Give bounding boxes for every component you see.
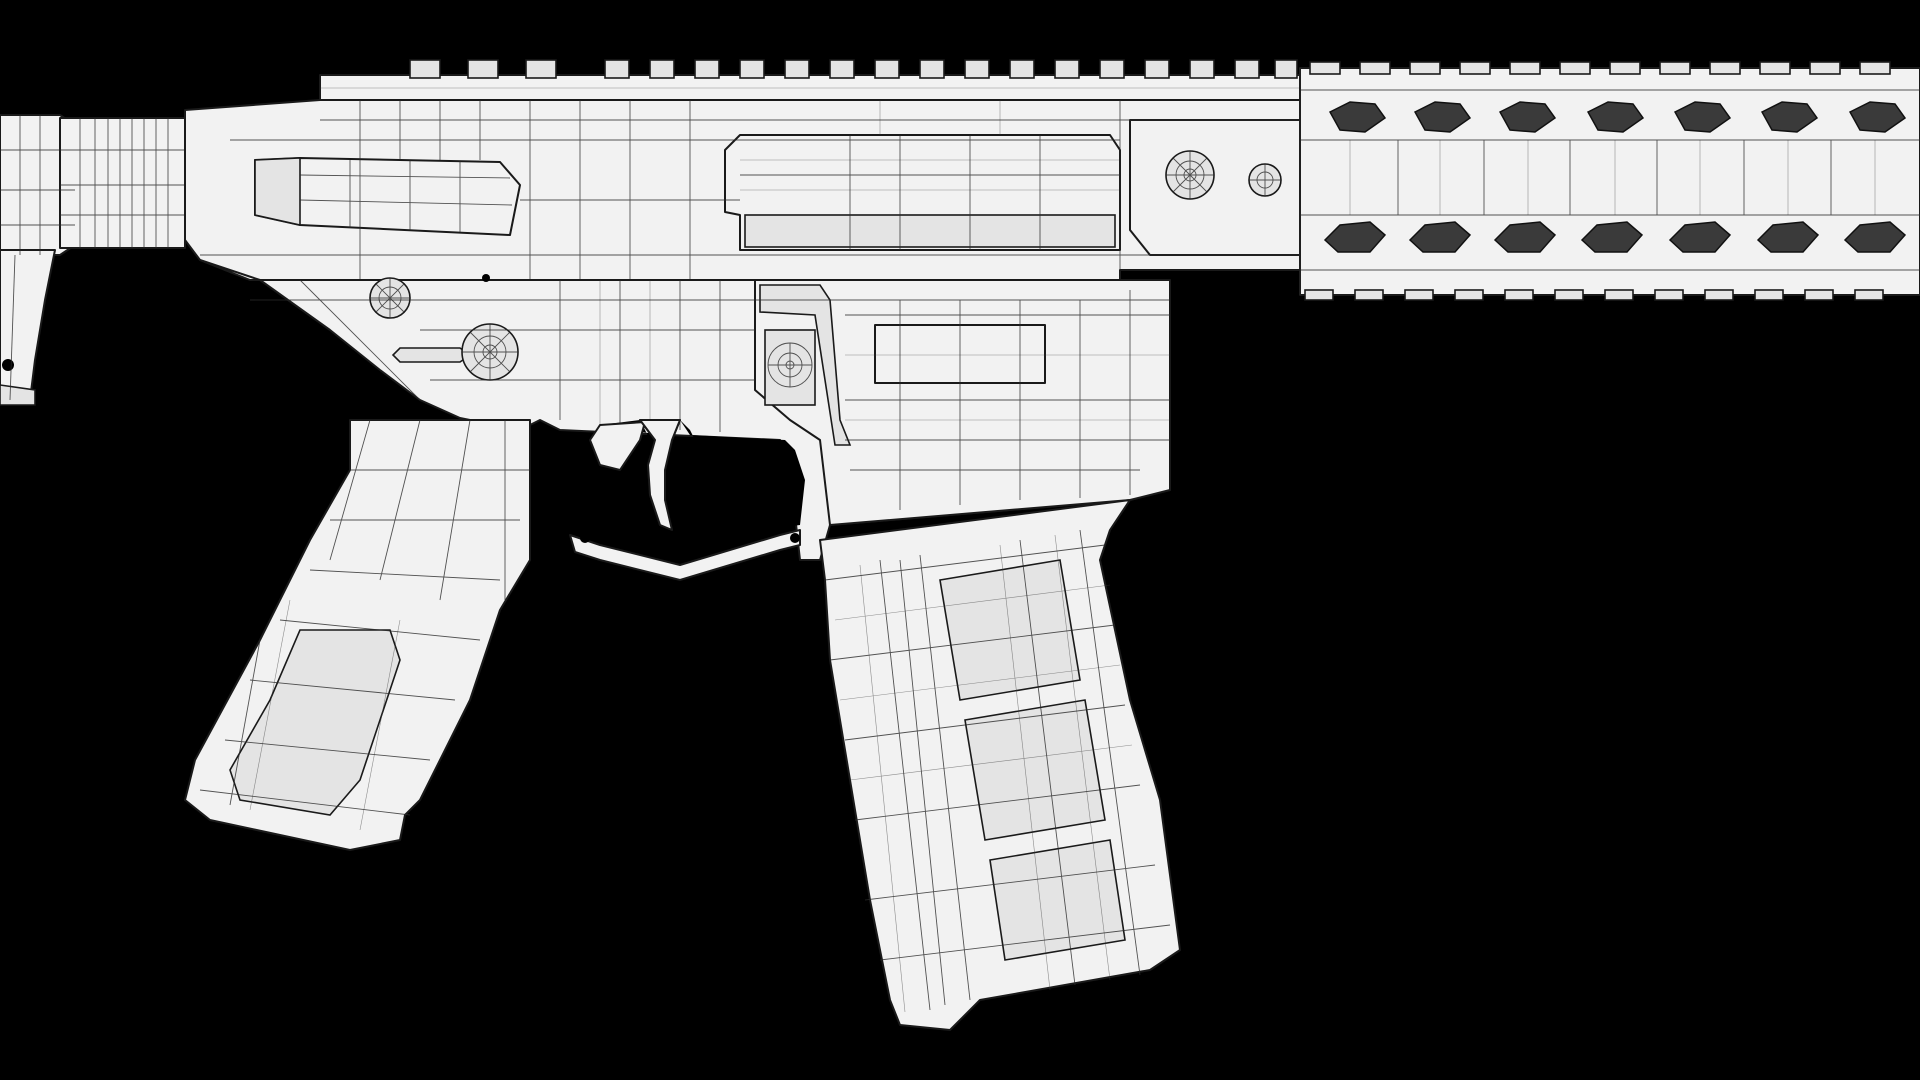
pistol-grip xyxy=(184,419,531,851)
handguard-rail xyxy=(1299,61,1920,301)
upper-receiver xyxy=(184,59,1301,281)
magazine xyxy=(819,499,1181,1031)
stock-assembly xyxy=(0,114,186,406)
trigger xyxy=(639,419,681,531)
